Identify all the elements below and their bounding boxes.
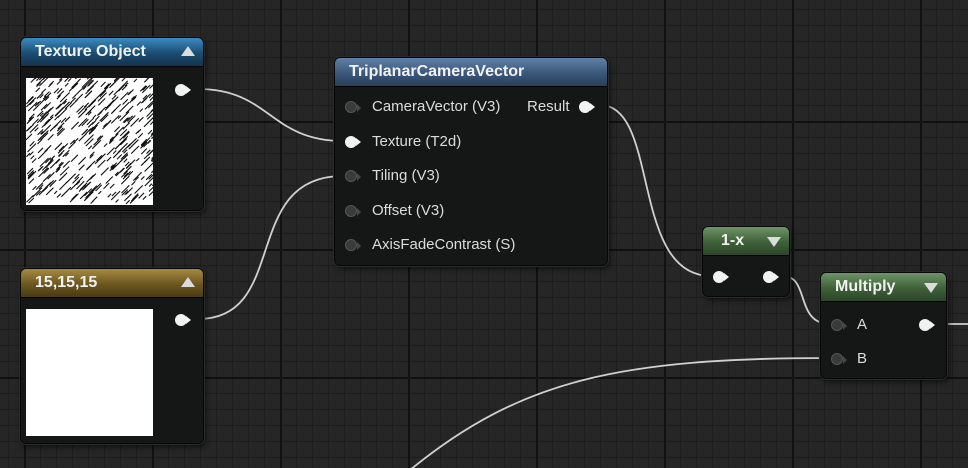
wire-constant-to-tiling[interactable]: [197, 175, 344, 320]
camera-vector-label: CameraVector (V3): [372, 98, 501, 115]
constant-title: 15,15,15: [35, 274, 98, 291]
tiling-input-pin[interactable]: [345, 170, 361, 182]
texture-object-title: Texture Object: [35, 43, 146, 60]
result-output-pin[interactable]: [579, 101, 595, 113]
texture-object-header[interactable]: Texture Object: [21, 38, 203, 67]
offset-input-label: Offset (V3): [372, 202, 445, 219]
tiling-input-label: Tiling (V3): [372, 167, 440, 184]
camera-vector-input-pin[interactable]: [345, 101, 361, 113]
triplanar-title: TriplanarCameraVector: [349, 63, 525, 80]
one-minus-title: 1-x: [721, 232, 745, 249]
wire-texture-to-triplanar[interactable]: [197, 88, 344, 142]
texture-object-node[interactable]: Texture Object: [20, 37, 204, 211]
axis-fade-contrast-input-pin[interactable]: [345, 239, 361, 251]
collapse-arrow-icon[interactable]: [181, 277, 195, 287]
texture-input-label: Texture (T2d): [372, 133, 462, 150]
multiply-input-b-label: B: [857, 350, 868, 367]
texture-input-pin[interactable]: [345, 136, 361, 148]
wire-incoming-to-multiply-b[interactable]: [410, 357, 831, 468]
constant-header[interactable]: 15,15,15: [21, 269, 203, 298]
collapse-arrow-icon[interactable]: [767, 237, 781, 247]
triplanar-camera-vector-node[interactable]: TriplanarCameraVector CameraVector (V3) …: [334, 57, 608, 266]
multiply-input-a-label: A: [857, 316, 868, 333]
wire-result-to-one-minus[interactable]: [599, 104, 712, 277]
constant-output-pin[interactable]: [175, 314, 191, 326]
multiply-input-a-pin[interactable]: [831, 319, 847, 331]
one-minus-input-pin[interactable]: [713, 271, 729, 283]
multiply-title: Multiply: [835, 278, 896, 295]
offset-input-pin[interactable]: [345, 205, 361, 217]
one-minus-node[interactable]: 1-x: [702, 226, 790, 297]
one-minus-header[interactable]: 1-x: [703, 227, 789, 256]
color-preview-swatch: [26, 309, 153, 436]
multiply-node[interactable]: Multiply A B: [820, 272, 947, 379]
multiply-header[interactable]: Multiply: [821, 273, 946, 302]
multiply-input-b-pin[interactable]: [831, 353, 847, 365]
result-output-label: Result: [527, 98, 570, 115]
texture-preview-thumbnail: [26, 78, 153, 205]
one-minus-output-pin[interactable]: [763, 271, 779, 283]
triplanar-header[interactable]: TriplanarCameraVector: [335, 58, 607, 87]
constant-node[interactable]: 15,15,15: [20, 268, 204, 444]
multiply-output-pin[interactable]: [919, 319, 935, 331]
collapse-arrow-icon[interactable]: [924, 283, 938, 293]
texture-object-output-pin[interactable]: [175, 84, 191, 96]
collapse-arrow-icon[interactable]: [181, 46, 195, 56]
axis-fade-contrast-label: AxisFadeContrast (S): [372, 236, 516, 253]
